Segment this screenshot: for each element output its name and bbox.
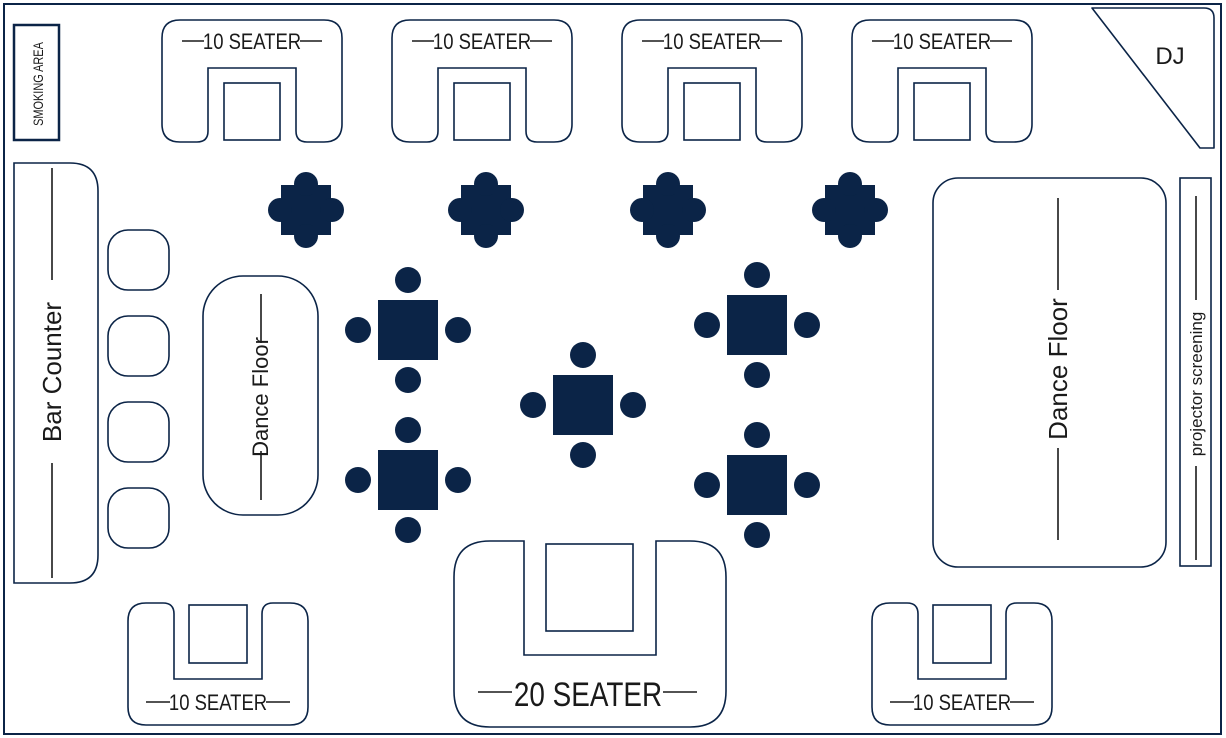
chair (838, 224, 862, 248)
bottom-booths: 10 SEATER 10 SEATER (127, 602, 1053, 726)
chair (395, 517, 421, 543)
booth-10-seater-bottom: 10 SEATER (871, 602, 1053, 726)
chair (395, 417, 421, 443)
table-top (727, 455, 787, 515)
top-booths: 10 SEATER 10 SEATER 10 SEATER 10 SEATER (161, 19, 1033, 143)
chair (682, 198, 706, 222)
chair (570, 342, 596, 368)
table-top (553, 375, 613, 435)
chair (812, 198, 836, 222)
dance-floor-small-label: Dance Floor (248, 337, 273, 457)
chair (630, 198, 654, 222)
bar-stools (107, 229, 170, 549)
chair (395, 367, 421, 393)
table-four-seat (520, 342, 646, 468)
booth-20-seater: 20 SEATER (453, 540, 727, 728)
chair (345, 467, 371, 493)
chair (445, 317, 471, 343)
chair (744, 422, 770, 448)
chair (694, 472, 720, 498)
dance-floor-large: Dance Floor (932, 177, 1167, 568)
booth-label: 10 SEATER (203, 31, 301, 55)
booth-label: 10 SEATER (663, 31, 761, 55)
chair (448, 198, 472, 222)
chair (268, 198, 292, 222)
dance-floor-small: Dance Floor (202, 275, 319, 516)
bar-stool (107, 487, 170, 549)
chair (395, 267, 421, 293)
booth-10-seater-bottom: 10 SEATER (127, 602, 309, 726)
table-four-seat (448, 172, 524, 248)
dance-floor-large-label: Dance Floor (1043, 298, 1073, 440)
booth-10-seater-top: 10 SEATER (851, 19, 1033, 143)
table-top (378, 450, 438, 510)
chair (656, 172, 680, 196)
smoking-area-label: SMOKING AREA (31, 42, 47, 126)
chair (620, 392, 646, 418)
chair (744, 262, 770, 288)
chair (445, 467, 471, 493)
chair (694, 312, 720, 338)
chair (294, 172, 318, 196)
smoking-area: SMOKING AREA (12, 23, 61, 142)
chair (500, 198, 524, 222)
chair (744, 522, 770, 548)
dj-booth: DJ (1091, 7, 1215, 149)
table-four-seat (812, 172, 888, 248)
table-four-seat (630, 172, 706, 248)
booth-10-seater-top: 10 SEATER (391, 19, 573, 143)
booth-10-seater-top: 10 SEATER (161, 19, 343, 143)
chair (474, 172, 498, 196)
table-top (378, 300, 438, 360)
booth-label: 10 SEATER (169, 692, 267, 716)
chair (320, 198, 344, 222)
booth-label: 10 SEATER (913, 692, 1011, 716)
bar-stool (107, 229, 170, 291)
projector-screen: projector screening (1179, 177, 1212, 567)
chair (794, 312, 820, 338)
chair (474, 224, 498, 248)
chair (345, 317, 371, 343)
four-seat-tables (268, 172, 888, 548)
booth-label: 10 SEATER (893, 31, 991, 55)
table-four-seat (268, 172, 344, 248)
bar-stool (107, 315, 170, 377)
chair (744, 362, 770, 388)
chair (794, 472, 820, 498)
chair (520, 392, 546, 418)
chair (656, 224, 680, 248)
chair (294, 224, 318, 248)
dj-label: DJ (1155, 43, 1184, 70)
table-four-seat (345, 267, 471, 393)
chair (570, 442, 596, 468)
bar-stool (107, 401, 170, 463)
chair (864, 198, 888, 222)
booth-label: 10 SEATER (433, 31, 531, 55)
table-four-seat (694, 422, 820, 548)
booth-20-seater-label: 20 SEATER (514, 675, 662, 713)
bar-counter-label: Bar Counter (37, 302, 67, 443)
table-four-seat (345, 417, 471, 543)
booth-10-seater-top: 10 SEATER (621, 19, 803, 143)
table-top (727, 295, 787, 355)
chair (838, 172, 862, 196)
bar-counter: Bar Counter (13, 162, 99, 584)
table-four-seat (694, 262, 820, 388)
projector-label: projector screening (1187, 312, 1206, 457)
